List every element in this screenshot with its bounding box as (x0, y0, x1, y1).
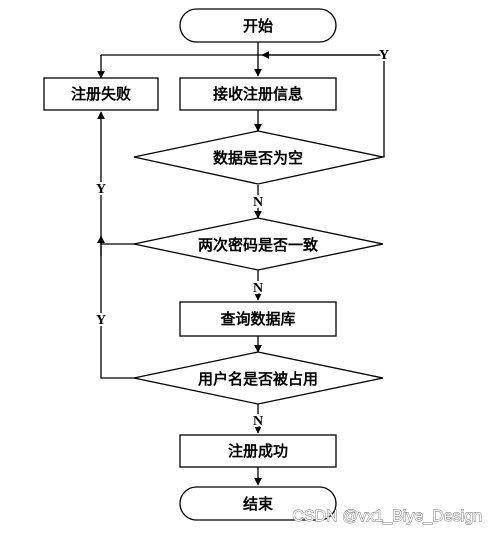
node-check-empty-shape (133, 130, 384, 185)
node-success-shape (179, 434, 337, 468)
edge-check-empty-yes (383, 55, 385, 158)
node-end-shape (179, 486, 337, 521)
node-check-username: 用户名是否被占用 (133, 351, 384, 405)
node-check-password-label: 两次密码是否一致 (198, 236, 319, 254)
node-fail: 注册失败 (43, 77, 159, 111)
node-query-db-shape (179, 301, 337, 337)
node-check-empty-label: 数据是否为空 (213, 149, 303, 167)
branch-labels: Y N Y N Y N (94, 46, 391, 431)
node-end: 结束 (179, 486, 337, 521)
node-fail-label: 注册失败 (71, 85, 131, 103)
node-check-username-shape (133, 351, 384, 405)
edge-check-username-yes (100, 241, 136, 379)
node-receive-shape (179, 77, 337, 111)
node-success-label: 注册成功 (228, 442, 288, 460)
node-check-password-shape (133, 217, 384, 271)
node-check-empty: 数据是否为空 (133, 130, 384, 185)
node-start-shape (179, 8, 337, 43)
connectors (97, 42, 385, 486)
watermark: CSDN @vx1_Biye_Design (292, 508, 482, 525)
label-check-username-no: N (253, 414, 263, 429)
node-query-db-label: 查询数据库 (220, 310, 295, 328)
node-fail-shape (43, 77, 159, 111)
node-query-db: 查询数据库 (179, 301, 337, 337)
edge-check-password-yes (97, 111, 136, 245)
label-check-username-yes: Y (96, 313, 106, 328)
node-success: 注册成功 (179, 434, 337, 468)
node-end-label: 结束 (243, 495, 274, 513)
node-receive: 接收注册信息 (179, 77, 337, 111)
node-start: 开始 (179, 8, 337, 43)
label-check-empty-no: N (253, 195, 263, 210)
label-check-empty-yes: Y (379, 48, 389, 63)
node-check-password: 两次密码是否一致 (133, 217, 384, 271)
node-receive-label: 接收注册信息 (213, 85, 303, 103)
node-check-username-label: 用户名是否被占用 (198, 370, 318, 388)
label-check-password-yes: Y (96, 182, 106, 197)
node-start-label: 开始 (243, 17, 273, 35)
label-check-password-no: N (253, 281, 263, 296)
